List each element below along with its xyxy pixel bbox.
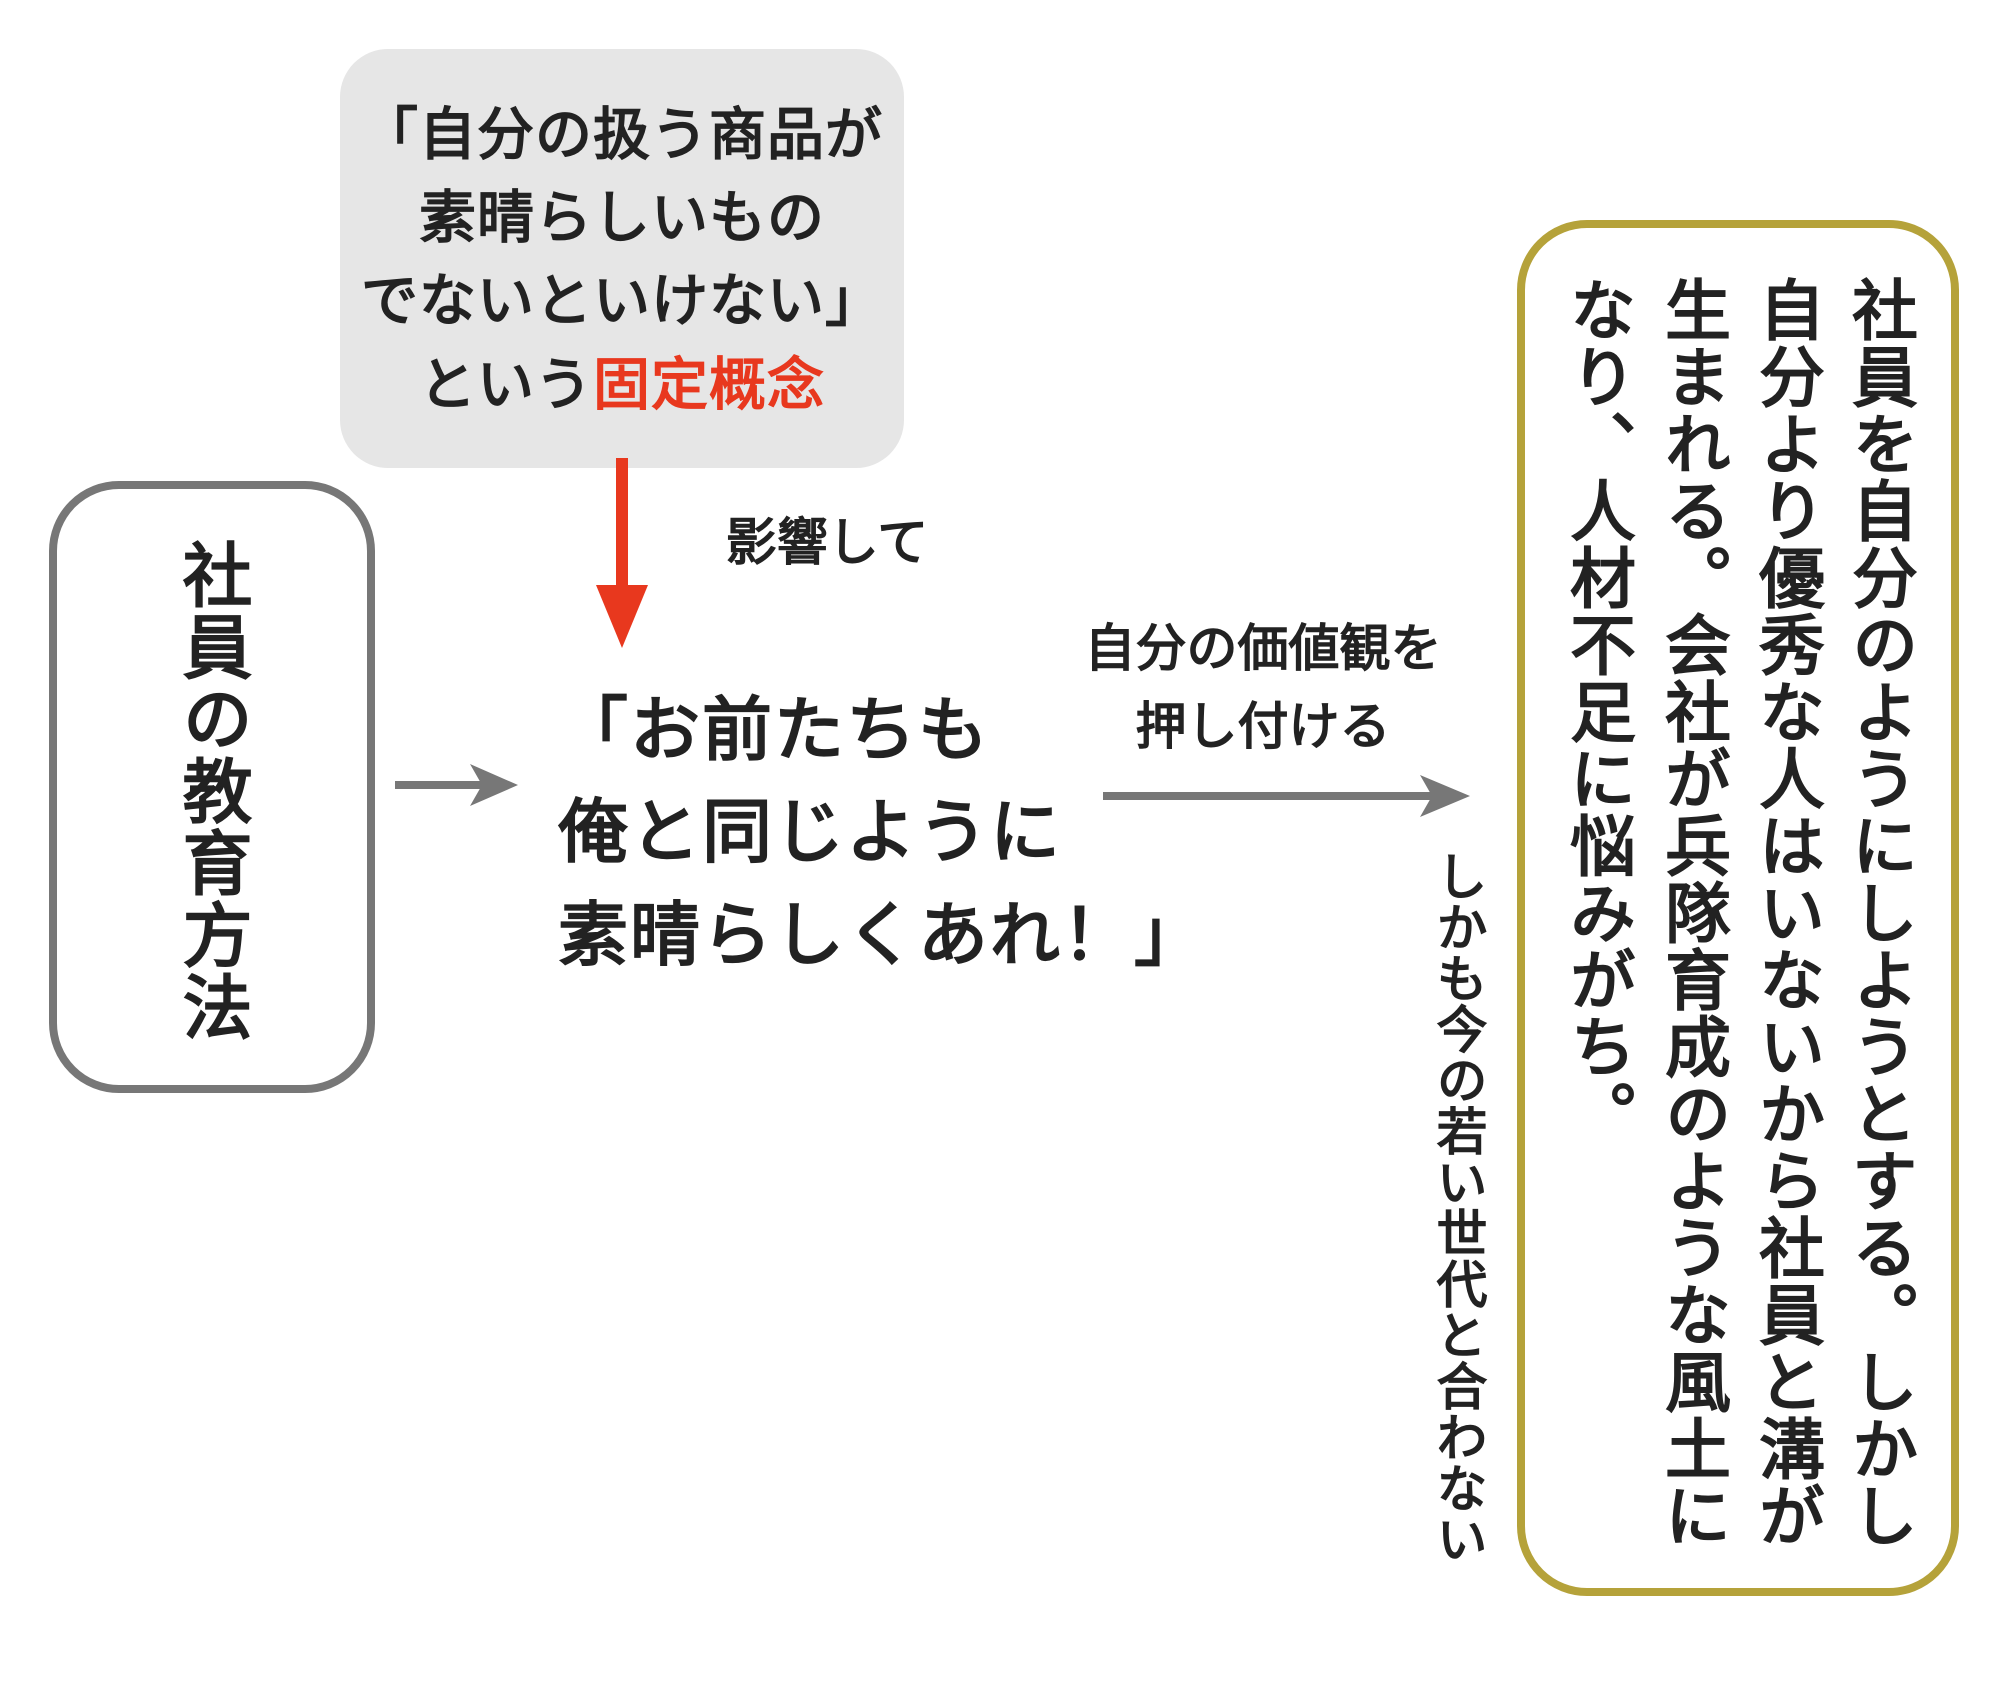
quote-line: 「お前たちも: [558, 689, 990, 771]
education-method-title: 社員の教育方法: [171, 539, 253, 1043]
result-column: 生まれる。会社が兵隊育成のような風土に: [1654, 276, 1731, 1549]
red-down-arrow: [596, 458, 648, 648]
fixed-idea-line: 素晴らしいもの: [419, 185, 825, 251]
fixed-idea-prefix: という: [419, 352, 593, 418]
result-column: なり、人材不足に悩みがち。: [1559, 276, 1636, 1147]
fixed-idea-highlight: 固定概念: [593, 352, 825, 418]
quote-line: 素晴らしくあれ！」: [558, 894, 1206, 976]
quote-line: 俺と同じように: [558, 791, 1062, 873]
result-column: 社員を自分のようにしようとする。しかし: [1841, 276, 1918, 1549]
generation-mismatch-note: しかも今の若い世代と合わない: [1427, 850, 1486, 1564]
push-label-line: 押し付ける: [1135, 698, 1391, 757]
fixed-idea-line: 「自分の扱う商品が: [361, 102, 883, 168]
fixed-idea-box: 「自分の扱う商品が 素晴らしいもの でないといけない」 という固定概念: [340, 49, 904, 468]
push-right-arrow: [1103, 775, 1470, 817]
influence-label: 影響して: [725, 514, 929, 573]
fixed-idea-line: でないといけない」: [361, 268, 883, 334]
fixed-idea-line: という固定概念: [340, 355, 904, 415]
education-method-box: 社員の教育方法: [49, 481, 375, 1093]
left-right-arrow: [395, 764, 518, 806]
push-label-line: 自分の価値観を: [1084, 620, 1442, 679]
result-column: 自分より優秀な人はいないから社員と溝が: [1748, 276, 1825, 1549]
result-box: 社員を自分のようにしようとする。しかし 自分より優秀な人はいないから社員と溝が …: [1517, 220, 1959, 1596]
